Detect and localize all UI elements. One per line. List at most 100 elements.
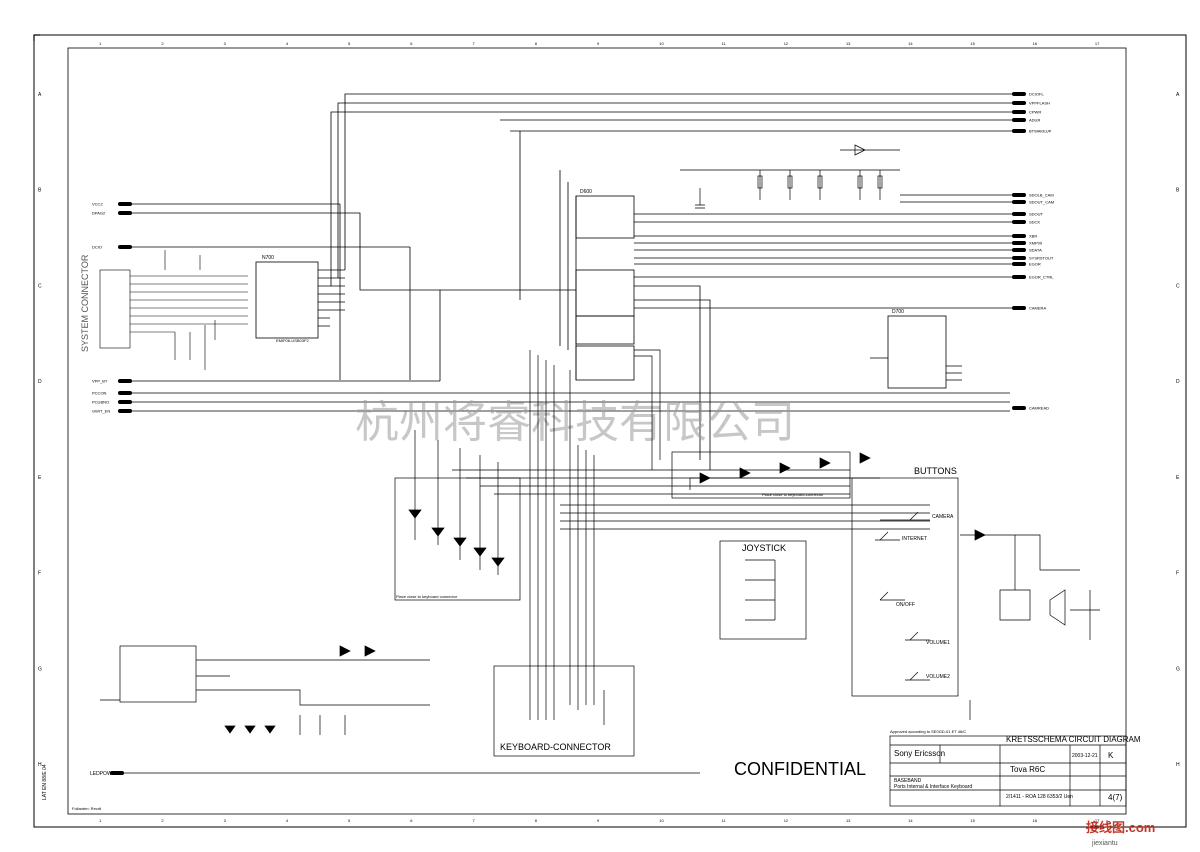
diode-network-mid xyxy=(394,430,521,601)
corner-watermark: 接线图.com xyxy=(1086,820,1155,835)
column-number-bottom: 17 xyxy=(1095,818,1100,823)
column-number-bottom: 1 xyxy=(99,818,102,823)
column-number-top: 9 xyxy=(597,41,600,46)
right-port-label: BTWAKEUP xyxy=(1029,129,1052,134)
chip-n700 xyxy=(255,261,345,339)
right-port-label: VPPFLASH xyxy=(1029,101,1050,106)
column-number-top: 14 xyxy=(908,41,913,46)
left-port-connectors xyxy=(118,203,1010,774)
right-port-bullet xyxy=(1012,256,1026,260)
keyboard-connector xyxy=(493,665,635,757)
column-number-top: 12 xyxy=(784,41,789,46)
section-buttons: BUTTONS xyxy=(914,466,957,476)
column-number-top: 6 xyxy=(410,41,413,46)
right-port-label: CPWR xyxy=(1029,110,1041,115)
buttons-box xyxy=(851,477,959,697)
column-number-top: 11 xyxy=(721,41,726,46)
approval-note: Approved according to SE0GD-01 ET 46/C xyxy=(890,729,966,734)
title-subtitle: Ports Internal & Interface Keyboard xyxy=(894,784,972,790)
right-port-label: SDATA xyxy=(1029,248,1042,253)
column-number-bottom: 4 xyxy=(286,818,289,823)
side-label: SYSTEM CONNECTOR xyxy=(80,254,90,352)
column-number-top: 4 xyxy=(286,41,289,46)
column-number-bottom: 14 xyxy=(908,818,913,823)
corner-domain: jiexiantu xyxy=(1091,840,1118,847)
button-internet: INTERNET xyxy=(902,536,927,542)
column-number-top: 17 xyxy=(1095,41,1100,46)
right-port-bullet xyxy=(1012,118,1026,122)
right-port-label: CAMERA xyxy=(1029,306,1046,311)
camera-driver xyxy=(960,529,1100,720)
row-letter-right: H xyxy=(1176,762,1180,768)
right-port-label: XMP09 xyxy=(1029,241,1043,246)
section-joystick: JOYSTICK xyxy=(742,543,786,553)
column-number-bottom: 10 xyxy=(659,818,664,823)
right-port-label: SDCK xyxy=(1029,220,1040,225)
row-letter-left: C xyxy=(38,283,42,289)
right-port-label: CAMREAD xyxy=(1029,406,1049,411)
watermark: 杭州将睿科技有限公司 xyxy=(355,397,795,448)
right-port-bullet xyxy=(1012,110,1026,114)
column-number-bottom: 12 xyxy=(784,818,789,823)
right-port-bullet xyxy=(1012,101,1026,105)
column-number-bottom: 7 xyxy=(473,818,476,823)
title-date: 2003-12-21 xyxy=(1072,753,1098,759)
left-margin-note: LAT EN 88/E 04 xyxy=(42,764,48,800)
column-number-top: 8 xyxy=(535,41,538,46)
top-passive-network xyxy=(680,144,900,209)
row-letter-left: E xyxy=(38,475,42,481)
left-port-label: PCUBNO xyxy=(92,400,109,405)
left-port-label: DPAG2 xyxy=(92,211,106,216)
title-section: BASEBAND xyxy=(894,778,922,784)
column-number-bottom: 2 xyxy=(161,818,164,823)
column-number-bottom: 6 xyxy=(410,818,413,823)
column-markers: 1122334455667788991010111112121313141415… xyxy=(99,41,1100,823)
column-number-bottom: 16 xyxy=(1033,818,1038,823)
right-port-bullet xyxy=(1012,262,1026,266)
row-letter-right: G xyxy=(1176,666,1180,672)
right-port-label: DCIOFL xyxy=(1029,92,1044,97)
column-number-top: 7 xyxy=(473,41,476,46)
right-port-bullet xyxy=(1012,234,1026,238)
right-port-bullet xyxy=(1012,129,1026,133)
column-number-bottom: 5 xyxy=(348,818,351,823)
left-port-label: VPP_BT xyxy=(92,379,108,384)
joystick-box xyxy=(719,540,807,640)
row-letter-left: D xyxy=(38,379,42,385)
column-number-top: 15 xyxy=(970,41,975,46)
right-port-label: SYSRSTOUT xyxy=(1029,256,1054,261)
bottom-left-label: LEDPOW xyxy=(90,771,112,777)
right-port-bullet xyxy=(1012,241,1026,245)
right-port-labels: DCIOFLVPPFLASHCPWRADURBTWAKEUPSDOLB_CAMS… xyxy=(1029,92,1054,411)
column-number-bottom: 15 xyxy=(970,818,975,823)
chip-d600-ref: D600 xyxy=(580,189,592,195)
right-port-bullet xyxy=(1012,248,1026,252)
right-port-label: ADUR xyxy=(1029,118,1040,123)
right-port-label: SDOUT_CAM xyxy=(1029,200,1054,205)
title-company: Sony Ericsson xyxy=(894,749,945,758)
left-port-label: DCIO xyxy=(92,245,102,250)
title-sheet-no: 4(7) xyxy=(1108,793,1123,802)
column-number-top: 10 xyxy=(659,41,664,46)
chip-n700-ref: N700 xyxy=(262,255,274,261)
chip-n700-part: EMIF06-USB03F2 xyxy=(276,338,309,343)
led-chain xyxy=(671,451,880,499)
left-port-label: GWIT_EN xyxy=(92,409,110,414)
column-number-bottom: 3 xyxy=(224,818,227,823)
title-revision: K xyxy=(1108,751,1114,760)
column-number-top: 3 xyxy=(224,41,227,46)
title-name: Tova R6C xyxy=(1010,765,1045,774)
column-number-bottom: 13 xyxy=(846,818,851,823)
right-port-bullet xyxy=(1012,306,1026,310)
column-number-top: 16 xyxy=(1033,41,1038,46)
system-connector xyxy=(99,250,248,370)
row-letter-left: G xyxy=(38,666,42,672)
right-port-bullet xyxy=(1012,200,1026,204)
confidential-label: CONFIDENTIAL xyxy=(734,759,866,779)
title-document: 2/1411 - ROA 128 6353/2 Uen xyxy=(1006,794,1073,800)
button-volume1: VOLUME1 xyxy=(926,640,950,646)
button-volume2: VOLUME2 xyxy=(926,674,950,680)
sheet-frame xyxy=(33,34,1187,828)
